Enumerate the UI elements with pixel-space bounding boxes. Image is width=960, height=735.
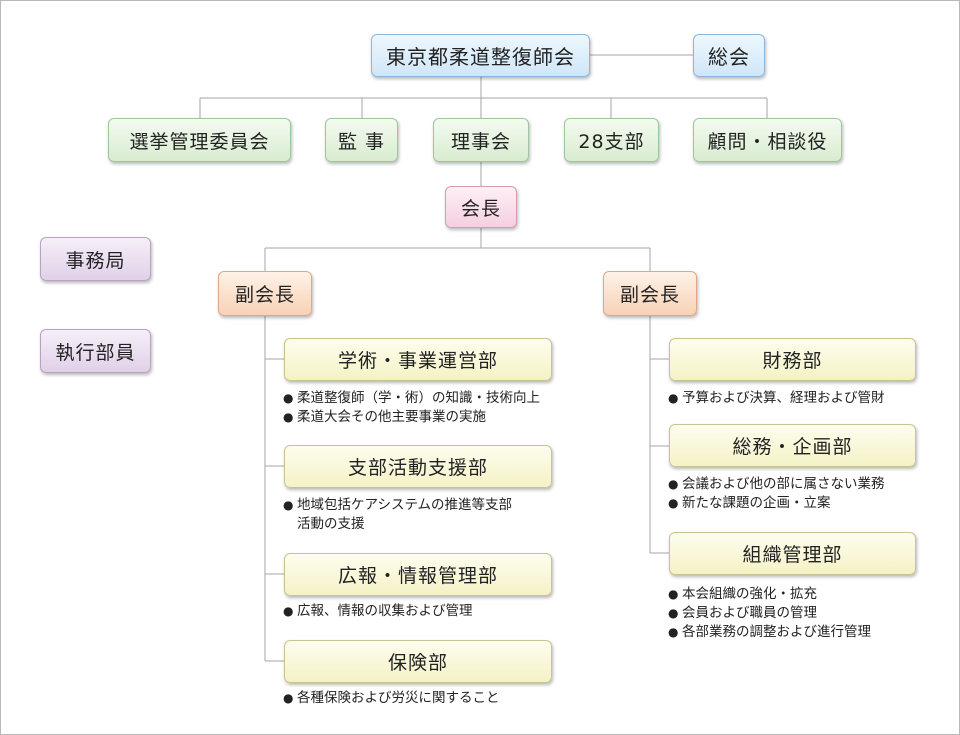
duty-item: ●予算および決算、経理および管財 [668,390,885,406]
bullet-icon: ● [283,604,294,618]
duty-item: ●本会組織の強化・拡充 [668,586,817,602]
duty-item: ●新たな課題の企画・立案 [668,495,831,511]
bullet-icon: ● [668,477,679,491]
dept-organization-duties: ●本会組織の強化・拡充 ●会員および職員の管理 ●各部業務の調整および進行管理 [668,585,871,642]
bullet-icon: ● [668,587,679,601]
bullet-icon: ● [283,691,294,705]
dept-general-affairs-duties: ●会議および他の部に属さない業務 ●新たな課題の企画・立案 [668,475,885,513]
dept-branch-support-box: 支部活動支援部 [284,445,552,488]
vice-president-left-box: 副会長 [218,271,312,316]
executives-box: 執行部員 [40,329,151,373]
advisors-box: 顧問・相談役 [693,118,842,162]
secretariat-box: 事務局 [40,237,151,281]
dept-pr-info-box: 広報・情報管理部 [284,553,552,596]
dept-branch-support-duties: ●地域包括ケアシステムの推進等支部 活動の支援 [283,496,512,534]
bullet-icon: ● [668,625,679,639]
duty-item: ●地域包括ケアシステムの推進等支部 活動の支援 [283,497,513,532]
dept-insurance-box: 保険部 [284,640,552,683]
dept-general-affairs-box: 総務・企画部 [669,424,916,467]
association-box: 東京都柔道整復師会 [371,34,590,77]
branches-box: 28支部 [564,118,659,162]
dept-pr-info-duties: ●広報、情報の収集および管理 [283,602,473,621]
dept-finance-duties: ●予算および決算、経理および管財 [668,389,885,408]
dept-insurance-duties: ●各種保険および労災に関すること [283,689,500,708]
election-committee-box: 選挙管理委員会 [108,118,291,162]
dept-organization-box: 組織管理部 [669,532,916,575]
dept-academic-duties: ●柔道整復師（学・術）の知識・技術向上 ●柔道大会その他主要事業の実施 [283,389,540,427]
dept-academic-box: 学術・事業運営部 [284,338,552,381]
bullet-icon: ● [668,606,679,620]
bullet-icon: ● [283,498,294,512]
duty-item: ●柔道大会その他主要事業の実施 [283,409,486,425]
auditor-box: 監 事 [325,118,398,162]
bullet-icon: ● [283,391,294,405]
general-assembly-box: 総会 [693,34,765,77]
duty-item: ●各種保険および労災に関すること [283,690,500,706]
dept-finance-box: 財務部 [669,338,916,381]
bullet-icon: ● [668,496,679,510]
bullet-icon: ● [668,391,679,405]
duty-item: ●広報、情報の収集および管理 [283,603,473,619]
president-box: 会長 [445,186,517,228]
duty-item: ●柔道整復師（学・術）の知識・技術向上 [283,390,540,406]
duty-item: ●会議および他の部に属さない業務 [668,476,885,492]
duty-item: ●各部業務の調整および進行管理 [668,624,871,640]
vice-president-right-box: 副会長 [603,271,697,316]
board-box: 理事会 [433,118,529,162]
bullet-icon: ● [283,410,294,424]
duty-item: ●会員および職員の管理 [668,605,817,621]
